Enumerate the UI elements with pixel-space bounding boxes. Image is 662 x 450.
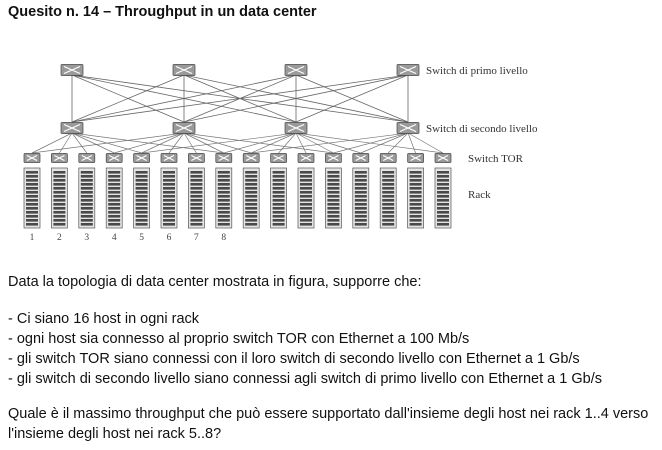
core-switch-icon: [396, 64, 420, 76]
rack-icon: [407, 167, 424, 229]
tor-switch-icon: [325, 153, 342, 163]
aggregation-switch-icon: [172, 122, 196, 134]
tor-switch-icon: [105, 153, 123, 163]
rack-number-label: 2: [57, 233, 62, 243]
core-switch-icon: [284, 64, 308, 76]
aggregation-switch-icon: [396, 122, 420, 134]
rack-icon: [352, 167, 370, 229]
rack-number-label: 7: [194, 233, 199, 243]
condition-item: - gli switch TOR siano connessi con il l…: [8, 351, 580, 367]
rack-number-label: 3: [84, 233, 89, 243]
network-links: [31, 74, 444, 154]
tor-switch-icon: [242, 153, 260, 163]
tor-switch-icon: [78, 153, 96, 163]
intro-text: Data la topologia di data center mostrat…: [8, 274, 422, 290]
aggregation-tier-label: Switch di secondo livello: [426, 123, 538, 135]
tor-switch-icon: [215, 153, 233, 163]
rack-icon: [133, 167, 150, 229]
rack-icon: [434, 167, 452, 229]
rack-number-label: 8: [221, 233, 226, 243]
core-switch-tier: [60, 64, 420, 76]
rack-number-labels: 1 2 3 4 5 6 7 8: [30, 233, 227, 243]
rack-icon: [379, 167, 397, 229]
question-text: Quale è il massimo throughput che può es…: [8, 406, 649, 442]
rack-number-label: 6: [167, 233, 172, 243]
rack-icon: [160, 167, 178, 229]
rack-icon: [188, 167, 205, 229]
tor-switch-tier: [23, 153, 452, 163]
tor-switch-icon: [23, 153, 41, 163]
tor-switch-icon: [297, 153, 315, 163]
core-switch-icon: [172, 64, 196, 76]
tor-switch-icon: [160, 153, 178, 163]
rack-icon: [105, 167, 123, 229]
conditions-list: - Ci siano 16 host in ogni rack - ogni h…: [8, 309, 602, 389]
tor-tier-label: Switch TOR: [468, 153, 524, 165]
tor-switch-icon: [379, 153, 397, 163]
core-switch-icon: [60, 64, 84, 76]
rack-icon: [78, 167, 96, 229]
rack-icon: [270, 167, 287, 229]
tor-switch-icon: [133, 153, 150, 163]
rack-icon: [215, 167, 233, 229]
condition-item: - gli switch di secondo livello siano co…: [8, 371, 602, 387]
rack-icon: [242, 167, 260, 229]
tor-switch-icon: [407, 153, 424, 163]
rack-number-label: 4: [112, 233, 117, 243]
tor-switch-icon: [270, 153, 287, 163]
tor-switch-icon: [352, 153, 370, 163]
rack-tier-label: Rack: [468, 189, 491, 201]
condition-item: - ogni host sia connesso al proprio swit…: [8, 331, 470, 347]
question-title: Quesito n. 14 – Throughput in un data ce…: [8, 4, 317, 20]
rack-tier: [23, 167, 452, 229]
aggregation-switch-icon: [284, 122, 308, 134]
rack-number-label: 1: [30, 233, 35, 243]
core-tier-label: Switch di primo livello: [426, 65, 528, 77]
rack-icon: [297, 167, 315, 229]
rack-icon: [51, 167, 68, 229]
rack-number-label: 5: [139, 233, 144, 243]
aggregation-switch-tier: [60, 122, 420, 134]
rack-icon: [325, 167, 342, 229]
tor-switch-icon: [434, 153, 452, 163]
tor-switch-icon: [188, 153, 205, 163]
condition-item: - Ci siano 16 host in ogni rack: [8, 311, 200, 327]
aggregation-switch-icon: [60, 122, 84, 134]
rack-icon: [23, 167, 41, 229]
tor-switch-icon: [51, 153, 68, 163]
